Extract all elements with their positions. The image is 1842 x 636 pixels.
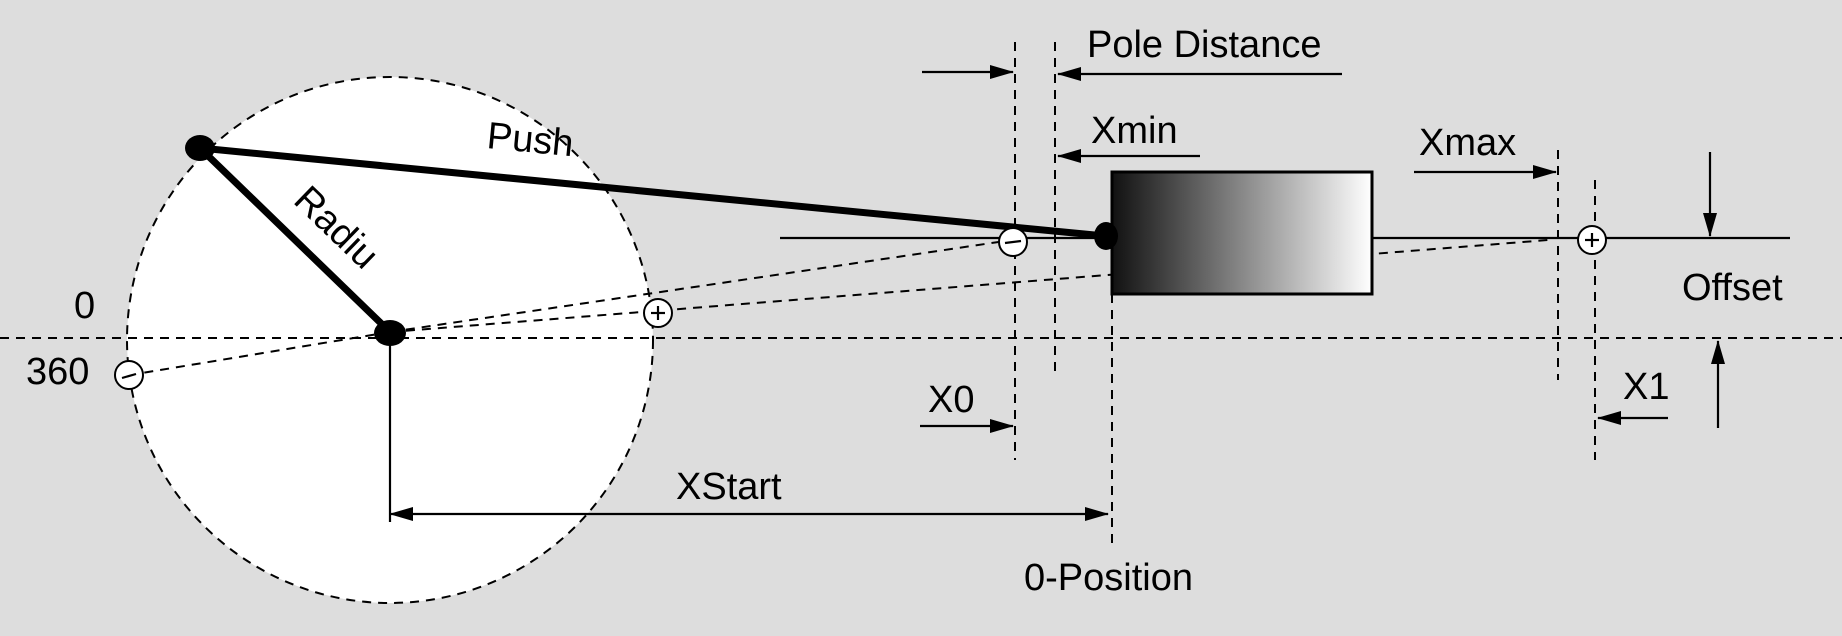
piston [1110, 170, 1374, 296]
push-rod [196, 144, 1109, 240]
xmax-label: Xmax [1419, 122, 1516, 164]
xmin-label: Xmin [1091, 110, 1178, 152]
marker-x0-tick [1004, 239, 1022, 245]
angle-360-label: 360 [26, 351, 89, 393]
crank-arm [196, 144, 394, 336]
angle-zero-label: 0 [74, 285, 95, 327]
crank-pin [185, 135, 215, 161]
offset-label: Offset [1682, 267, 1783, 309]
zero-position-label: 0-Position [1024, 557, 1193, 599]
crank-center [374, 320, 406, 346]
pole-distance-label: Pole Distance [1087, 24, 1321, 66]
sweep-line-upper [389, 239, 1013, 333]
sweep-line-360 [129, 331, 391, 376]
x1-label: X1 [1623, 366, 1669, 408]
push-label: Push [485, 115, 575, 165]
piston-pin [1094, 222, 1118, 250]
marker-360-tick [121, 372, 137, 380]
x0-label: X0 [928, 379, 974, 421]
xstart-label: XStart [676, 466, 782, 508]
